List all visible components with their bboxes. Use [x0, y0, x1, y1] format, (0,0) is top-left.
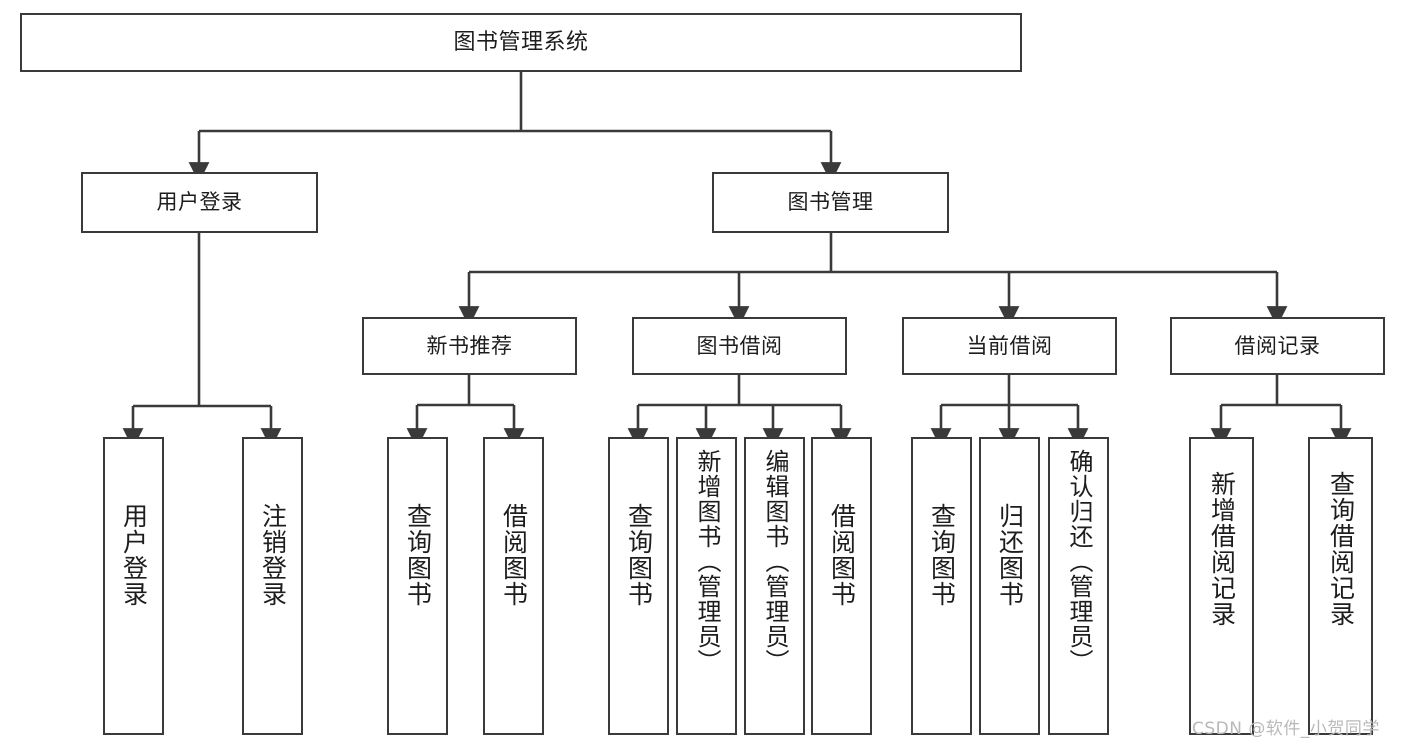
- node-current-borrow[interactable]: 当前借阅: [902, 317, 1117, 375]
- node-new-book-recommend[interactable]: 新书推荐: [362, 317, 577, 375]
- leaf-new-book-query-label: 查询图书: [403, 503, 433, 607]
- leaf-current-borrow-return[interactable]: 归还图书: [979, 437, 1040, 735]
- leaf-book-borrow-borrow[interactable]: 借阅图书: [811, 437, 872, 735]
- node-root-system[interactable]: 图书管理系统: [20, 13, 1022, 72]
- node-book-borrow[interactable]: 图书借阅: [632, 317, 847, 375]
- leaf-book-borrow-add[interactable]: 新增图书（管理员）: [676, 437, 737, 735]
- leaf-book-borrow-add-label: 新增图书（管理员）: [692, 449, 721, 674]
- leaf-user-login-signin-label: 用户登录: [119, 503, 149, 607]
- leaf-borrow-records-query-label: 查询借阅记录: [1326, 471, 1356, 627]
- leaf-current-borrow-query[interactable]: 查询图书: [911, 437, 972, 735]
- node-root-system-label: 图书管理系统: [453, 29, 589, 55]
- leaf-borrow-records-query[interactable]: 查询借阅记录: [1308, 437, 1373, 735]
- node-user-login[interactable]: 用户登录: [81, 172, 318, 233]
- csdn-watermark: CSDN @软件_小贺同学: [1192, 719, 1380, 739]
- node-borrow-records-label: 借阅记录: [1234, 333, 1321, 358]
- leaf-user-login-signout-label: 注销登录: [258, 503, 288, 607]
- node-borrow-records[interactable]: 借阅记录: [1170, 317, 1385, 375]
- node-user-login-label: 用户登录: [156, 190, 243, 215]
- leaf-book-borrow-query-label: 查询图书: [624, 503, 654, 607]
- leaf-current-borrow-query-label: 查询图书: [927, 503, 957, 607]
- leaf-borrow-records-add-label: 新增借阅记录: [1207, 471, 1237, 627]
- leaf-book-borrow-borrow-label: 借阅图书: [827, 503, 857, 607]
- leaf-new-book-borrow[interactable]: 借阅图书: [483, 437, 544, 735]
- node-book-borrow-label: 图书借阅: [696, 333, 783, 358]
- leaf-user-login-signout[interactable]: 注销登录: [242, 437, 303, 735]
- leaf-new-book-query[interactable]: 查询图书: [387, 437, 448, 735]
- node-book-management[interactable]: 图书管理: [712, 172, 949, 233]
- leaf-book-borrow-query[interactable]: 查询图书: [608, 437, 669, 735]
- leaf-user-login-signin[interactable]: 用户登录: [103, 437, 164, 735]
- node-new-book-recommend-label: 新书推荐: [426, 333, 513, 358]
- leaf-new-book-borrow-label: 借阅图书: [499, 503, 529, 607]
- leaf-book-borrow-edit-label: 编辑图书（管理员）: [760, 449, 789, 674]
- node-current-borrow-label: 当前借阅: [966, 333, 1053, 358]
- leaf-current-borrow-return-label: 归还图书: [995, 503, 1025, 607]
- node-book-management-label: 图书管理: [787, 190, 874, 215]
- leaf-current-borrow-confirm-return-label: 确认归还（管理员）: [1064, 449, 1093, 674]
- leaf-borrow-records-add[interactable]: 新增借阅记录: [1189, 437, 1254, 735]
- leaf-book-borrow-edit[interactable]: 编辑图书（管理员）: [744, 437, 805, 735]
- leaf-current-borrow-confirm-return[interactable]: 确认归还（管理员）: [1048, 437, 1109, 735]
